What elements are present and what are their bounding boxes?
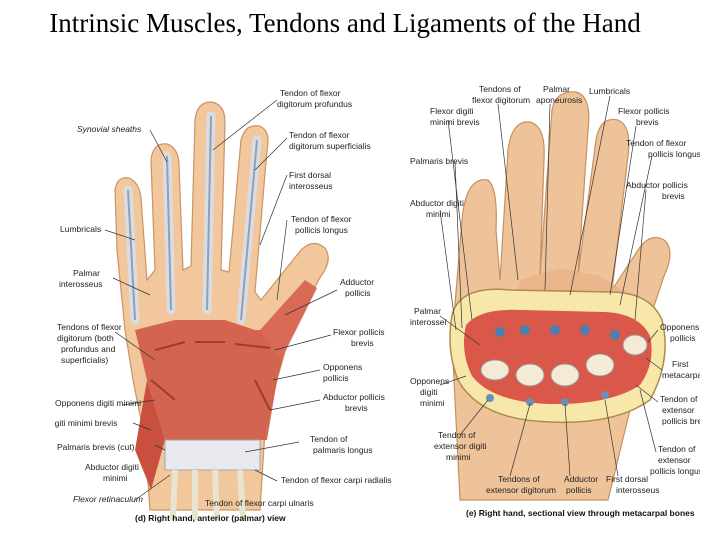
label-lumbricals: Lumbricals (589, 86, 630, 96)
label-tepl-3: pollicis longus (650, 466, 700, 476)
label-tendon-fcu: Tendon of flexor carpi ulnaris (205, 498, 314, 508)
label-odm-1: Opponens (410, 376, 449, 386)
label-tepl-2: extensor (658, 455, 691, 465)
leader-lines (439, 95, 663, 477)
label-synovial-sheaths: Synovial sheaths (77, 124, 142, 134)
label-odm-3: minimi (420, 398, 445, 408)
label-ted-1: Tendons of (498, 474, 540, 484)
label-tepb-2: extensor (662, 405, 695, 415)
label-palmar-interossei-1: Palmar (414, 306, 441, 316)
label-fdi-1: First dorsal (606, 474, 648, 484)
label-fdi-2: interosseus (616, 485, 659, 495)
label-tendon-fds-1: Tendon of flexor (289, 130, 350, 140)
label-abductor-digiti-minimi-1: Abductor digiti (85, 462, 139, 472)
label-palmar-interossei-2: interossei (410, 317, 446, 327)
label-fdmb-1: Flexor digiti (430, 106, 474, 116)
label-tendons-fd-2: flexor digitorum (472, 95, 530, 105)
label-palmar-interosseus-1: Palmar (73, 268, 100, 278)
leader-lines (104, 99, 338, 501)
label-abductor-digiti-minimi-2: minimi (103, 473, 128, 483)
label-fdmb-2: minimi brevis (430, 117, 480, 127)
label-tendon-fds-2: digitorum superficialis (289, 141, 371, 151)
hand-drawing (114, 101, 329, 521)
left-figure-caption: (d) Right hand, anterior (palmar) view (135, 513, 286, 523)
label-ted-2: extensor digitorum (486, 485, 556, 495)
label-tedm-1: Tendon of (438, 430, 476, 440)
label-tepb-1: Tendon of (660, 394, 698, 404)
label-tendon-palmaris-longus-1: Tendon of (310, 434, 348, 444)
label-flexor-pollicis-brevis-1: Flexor pollicis (333, 327, 385, 337)
label-opponens-digiti-minimi: Opponens digiti minimi (55, 398, 141, 408)
label-adductor-pollicis-2: pollicis (566, 485, 592, 495)
label-fpl-1: Tendon of flexor (626, 138, 687, 148)
label-apb-2: brevis (662, 191, 685, 201)
label-tendons-fd-1: Tendons of (479, 84, 521, 94)
label-opponens-pollicis-2: pollicis (670, 333, 696, 343)
label-flexor-pollicis-brevis-2: brevis (351, 338, 374, 348)
label-palmaris-brevis-cut: Palmaris brevis (cut) (57, 442, 135, 452)
anterior-hand-illustration: Synovial sheaths Lumbricals Palmar inter… (55, 88, 392, 523)
label-flexor-retinaculum: Flexor retinaculum (73, 494, 143, 504)
label-first-metacarpal-1: First (672, 359, 689, 369)
label-palmaris-brevis: Palmaris brevis (410, 156, 468, 166)
label-opponens-pollicis-2: pollicis (323, 373, 349, 383)
label-tedm-3: minimi (446, 452, 471, 462)
label-tepl-1: Tendon of (658, 444, 696, 454)
label-tepb-3: pollicis brevis (662, 416, 700, 426)
label-palmar-interosseus-2: interosseus (59, 279, 102, 289)
label-palmar-aponeurosis-2: aponeurosis (536, 95, 582, 105)
label-tendons-fd-4: superficialis) (61, 355, 108, 365)
label-flexor-digiti-minimi-brevis: Flexor digiti minimi brevis (55, 418, 117, 428)
label-tendon-fcr: Tendon of flexor carpi radialis (281, 475, 392, 485)
label-first-metacarpal-2: metacarpal (662, 370, 700, 380)
label-palmar-aponeurosis-1: Palmar (543, 84, 570, 94)
label-tendons-fd-2: digitorum (both (57, 333, 114, 343)
label-tendon-fdp-1: Tendon of flexor (280, 88, 341, 98)
label-abductor-pollicis-brevis-1: Abductor pollicis (323, 392, 385, 402)
sectional-hand-illustration: Tendons of flexor digitorum Palmar apone… (410, 84, 700, 518)
label-lumbricals: Lumbricals (60, 224, 101, 234)
label-tendon-fdp-2: digitorum profundus (277, 99, 352, 109)
label-adm-1: Abductor digiti (410, 198, 464, 208)
label-odm-2: digiti (420, 387, 438, 397)
label-opponens-pollicis-1: Opponens (660, 322, 699, 332)
label-adductor-pollicis-2: pollicis (345, 288, 371, 298)
label-first-dorsal-interosseus-2: interosseus (289, 181, 332, 191)
label-tendons-fd-1: Tendons of flexor (57, 322, 122, 332)
label-first-dorsal-interosseus-1: First dorsal (289, 170, 331, 180)
right-figure-caption: (e) Right hand, sectional view through m… (466, 508, 695, 518)
label-tendons-fd-3: profundus and (61, 344, 116, 354)
label-adm-2: minimi (426, 209, 451, 219)
label-adductor-pollicis-1: Adductor (564, 474, 598, 484)
label-tendon-fpl-1: Tendon of flexor (291, 214, 352, 224)
page-title: Intrinsic Muscles, Tendons and Ligaments… (49, 8, 641, 38)
label-tedm-2: extensor digiti (434, 441, 487, 451)
label-adductor-pollicis-1: Adductor (340, 277, 374, 287)
label-fpb-1: Flexor pollicis (618, 106, 670, 116)
label-tendon-fpl-2: pollicis longus (295, 225, 348, 235)
label-tendon-palmaris-longus-2: palmaris longus (313, 445, 373, 455)
label-fpl-2: pollicis longus (648, 149, 700, 159)
label-apb-1: Abductor pollicis (626, 180, 688, 190)
label-opponens-pollicis-1: Opponens (323, 362, 362, 372)
label-fpb-2: brevis (636, 117, 659, 127)
label-abductor-pollicis-brevis-2: brevis (345, 403, 368, 413)
hand-drawing (449, 91, 671, 501)
